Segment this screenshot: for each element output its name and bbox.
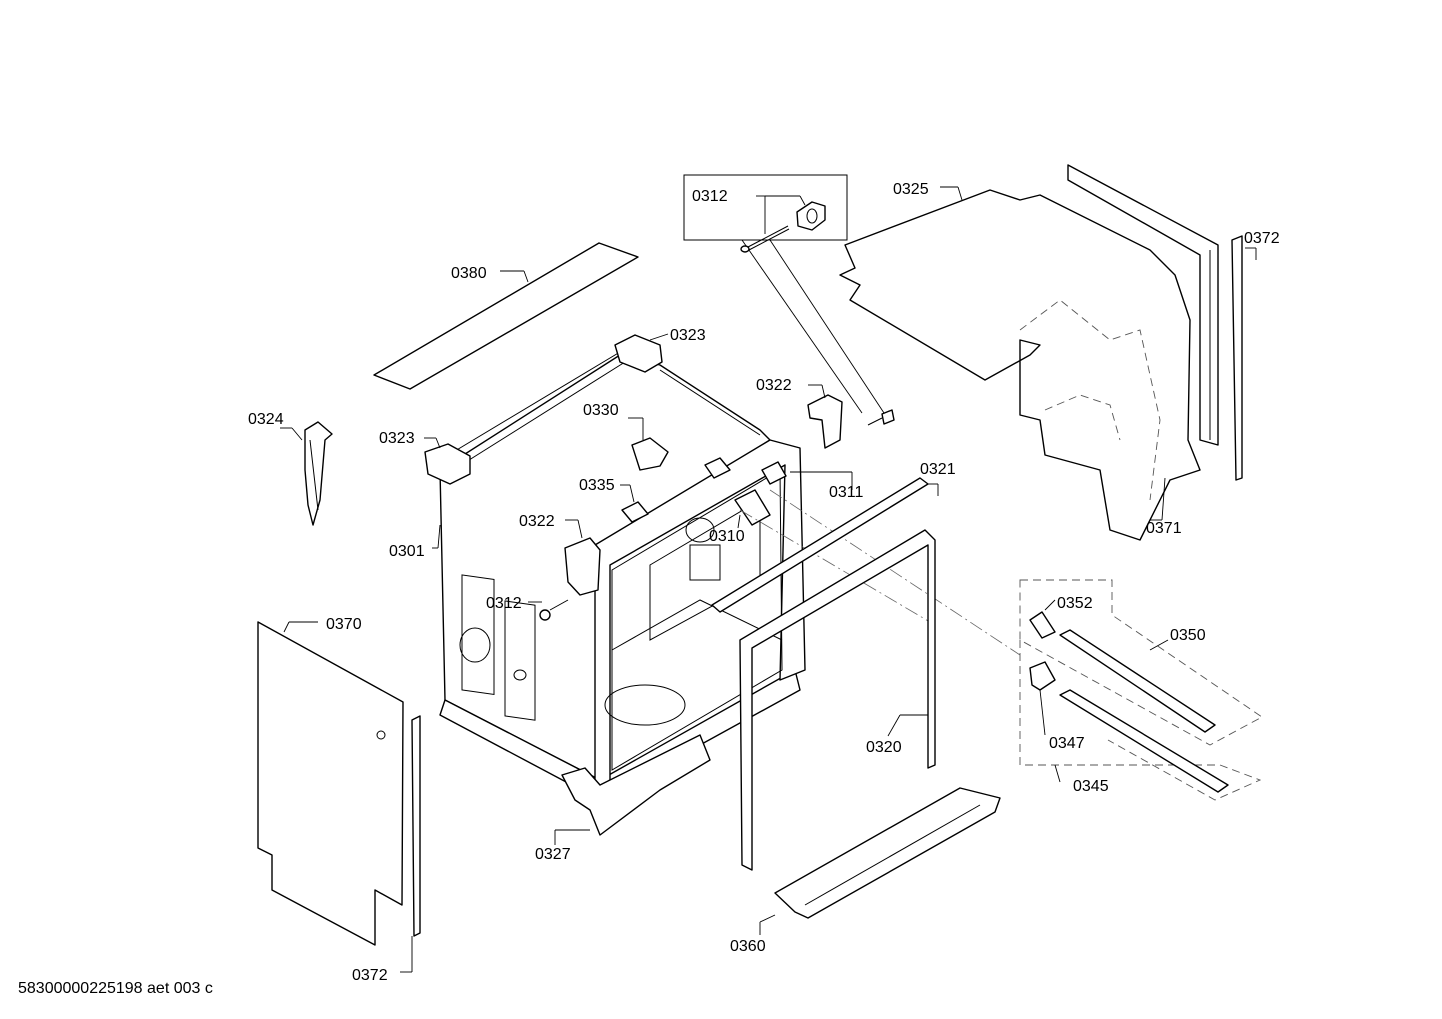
label-0370: 0370 — [326, 616, 362, 633]
label-0321: 0321 — [920, 461, 956, 478]
label-0311: 0311 — [829, 484, 864, 501]
label-0360: 0360 — [730, 938, 766, 955]
label-0330: 0330 — [583, 402, 619, 419]
hinge-0322-left — [564, 519, 601, 596]
label-0312: 0312 — [486, 595, 522, 612]
kick-plate-0360 — [759, 787, 1001, 935]
bracket-0324 — [280, 421, 333, 526]
edge-strip-0372-bottom — [400, 715, 421, 973]
label-0327: 0327 — [535, 846, 571, 863]
rail-group-0350 — [1019, 579, 1263, 746]
side-panel-0371 — [1067, 164, 1219, 521]
label-0324: 0324 — [248, 411, 284, 428]
top-plate-0380 — [373, 242, 639, 390]
label-0301: 0301 — [389, 543, 425, 560]
clip-0323-top — [614, 333, 669, 373]
bottom-seal-0327 — [554, 734, 711, 845]
label-0322-left: 0322 — [519, 513, 555, 530]
document-id-footer: 58300000225198 aet 003 c — [18, 980, 213, 997]
label-0347: 0347 — [1049, 735, 1085, 752]
label-0325: 0325 — [893, 181, 929, 198]
label-0350: 0350 — [1170, 627, 1206, 644]
label-0322-top: 0322 — [756, 377, 792, 394]
screw-0312-left — [528, 599, 569, 621]
rail-group-0345 — [1019, 640, 1262, 801]
door-panel-0370 — [257, 621, 404, 946]
label-0335: 0335 — [579, 477, 615, 494]
latch-0330 — [628, 417, 669, 471]
label-0352: 0352 — [1057, 595, 1093, 612]
insulation-mat-0325 — [839, 186, 1201, 541]
label-0372-top: 0372 — [1244, 230, 1280, 247]
seal-0321 — [711, 477, 939, 613]
label-0310: 0310 — [709, 528, 745, 545]
roller-0311-0310 — [734, 461, 1021, 656]
tub-frame — [432, 351, 806, 801]
label-0323-left: 0323 — [379, 430, 415, 447]
door-seal-0320 — [739, 529, 936, 871]
label-0323-top: 0323 — [670, 327, 706, 344]
screw-0312-right — [867, 409, 895, 426]
label-0380: 0380 — [451, 265, 487, 282]
clips-0335 — [620, 457, 731, 523]
edge-strip-0372-top — [1231, 235, 1257, 481]
label-0312-inset: 0312 — [692, 188, 728, 205]
hinge-0322-top — [807, 384, 843, 449]
label-0372-bottom: 0372 — [352, 967, 388, 984]
label-0320: 0320 — [866, 739, 902, 756]
inset-detail-box — [683, 174, 885, 414]
label-0345: 0345 — [1073, 778, 1109, 795]
label-0371: 0371 — [1146, 520, 1182, 537]
clip-0323-left — [424, 437, 471, 485]
